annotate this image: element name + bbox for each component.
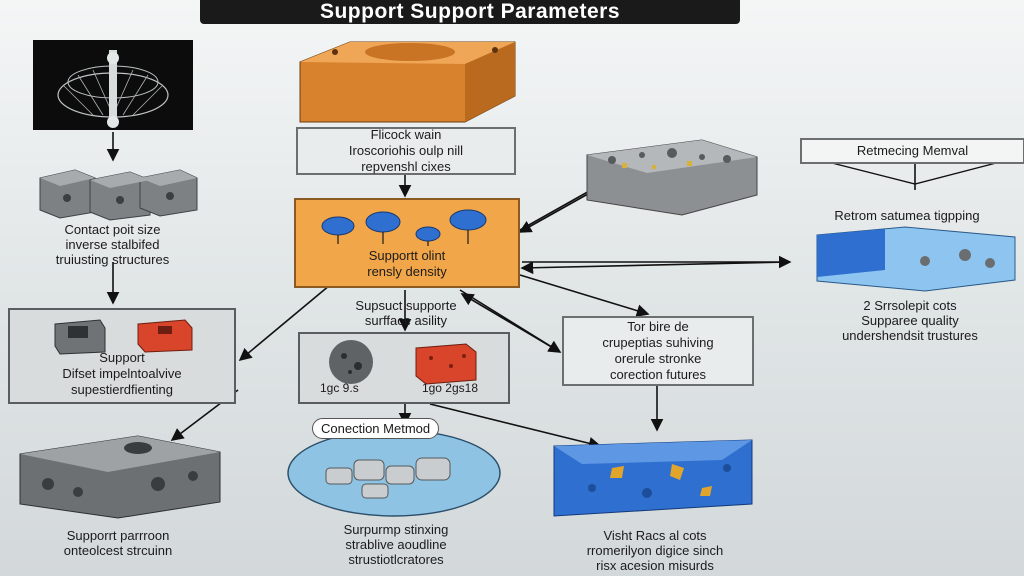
retrom-label: Retrom satumea tigpping: [834, 208, 980, 223]
tor-box: Tor bire de crupeptias suhiving orerule …: [562, 316, 754, 386]
printed-part-photo: [33, 40, 193, 130]
blue-cube-icon: [553, 439, 753, 517]
sample-left-caption: 1gc 9.s: [320, 381, 359, 395]
blue-block-image: [815, 225, 1020, 293]
orange-block-image: [290, 34, 522, 126]
grey-block-image: [18, 432, 223, 520]
sample-right-caption: 1go 2gs18: [421, 381, 478, 395]
orange-block-icon: [299, 41, 516, 123]
stinxing-label: Surpurmp stinxing strablive aoudline str…: [343, 522, 449, 567]
support-points-icon: [321, 209, 487, 246]
visht-label: Visht Racs al cots rromerilyon digice si…: [586, 528, 724, 573]
flicking-box: Flicock wain Iroscoriohis oulp nill repv…: [296, 127, 516, 175]
removal-box: Retmecing Memval: [800, 138, 1024, 164]
support-density-box: Supportt olint rensly density: [294, 198, 520, 288]
porous-block-icon: [586, 139, 758, 216]
page-title: Support Support Parameters: [319, 0, 621, 23]
support-parts-icon: [54, 319, 193, 355]
lattice-support-icon: [57, 50, 169, 128]
blue-cube-image: [552, 438, 757, 520]
grey-block-icon: [19, 435, 221, 519]
grey-blocks-icon: [39, 169, 198, 221]
porous-block-image: [582, 135, 760, 217]
contact-label: Contact poit size inverse stalbifed trui…: [55, 222, 170, 267]
samples-icon: [329, 340, 477, 385]
connection-callout: Conection Metmod: [312, 418, 440, 439]
quality-label: 2 Srrsolepit cots Supparee quality under…: [842, 298, 978, 343]
param-label: Supporrt parrroon onteolcest strcuinn: [63, 528, 173, 558]
lattice-ellipse-image: [286, 428, 502, 518]
surface-label: Supsuct supporte surfface asility: [355, 298, 457, 328]
blue-block-icon: [816, 226, 1016, 292]
offset-box: Support Difset impelntoalvive supestierd…: [8, 308, 236, 404]
interlocking-blocks-image: [35, 160, 200, 222]
title-bar: Support Support Parameters: [200, 0, 740, 24]
lattice-ellipse-icon: [287, 429, 501, 517]
samples-box: 1gc 9.s 1go 2gs18: [298, 332, 510, 404]
